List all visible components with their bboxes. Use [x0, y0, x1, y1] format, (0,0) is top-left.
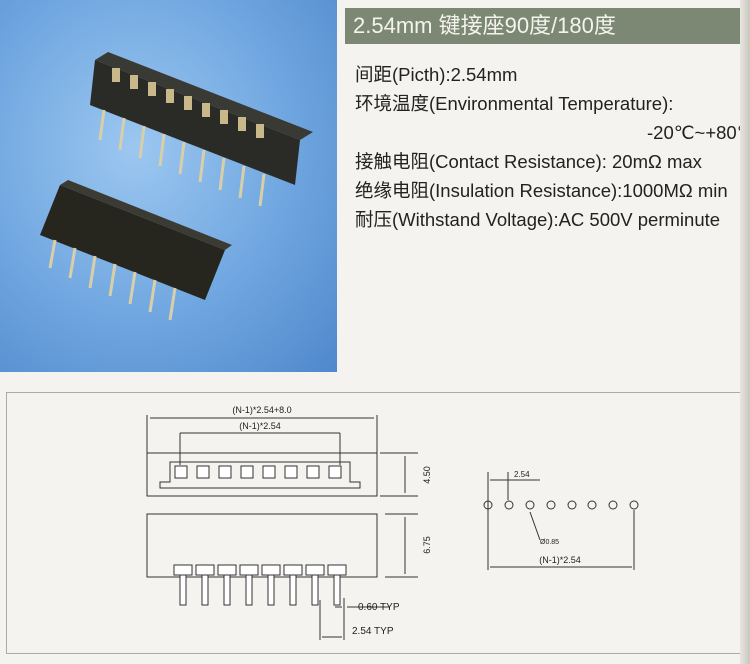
label-pin-span: (N-1)*2.54 [239, 421, 281, 431]
top-view-body [146, 452, 378, 497]
spec-pitch: 间距(Picth):2.54mm [355, 64, 518, 85]
spec-contact-resistance: 接触电阻(Contact Resistance): 20mΩ max [355, 151, 702, 172]
page-binding-edge [740, 0, 750, 664]
spec-insulation-resistance: 绝缘电阻(Insulation Resistance):1000MΩ min [355, 180, 728, 201]
connector-photo-illustration [40, 52, 313, 321]
pcb-holes [483, 500, 639, 510]
spec-env-temp-label: 环境温度(Environmental Temperature): [355, 93, 674, 114]
label-pcb-span: (N-1)*2.54 [539, 555, 581, 565]
label-pin-width: 0.60 TYP [358, 602, 400, 613]
top-view-pins [174, 465, 342, 479]
spec-env-temp-value: -20℃~+80℃ [647, 122, 750, 143]
label-height-top: 4.50 [422, 466, 432, 484]
connector-right-angle [90, 52, 313, 207]
connector-straight [40, 180, 232, 321]
front-view-pins [173, 564, 347, 606]
label-overall-length: (N-1)*2.54+8.0 [232, 405, 291, 415]
label-height-body: 6.75 [422, 536, 432, 554]
drawing-frame [6, 392, 750, 654]
label-pcb-pitch: 2.54 [514, 470, 530, 479]
label-pin-pitch: 2.54 TYP [352, 626, 394, 637]
product-photo [0, 0, 337, 372]
label-hole-diameter: Ø0.85 [540, 539, 559, 546]
spec-withstand-voltage: 耐压(Withstand Voltage):AC 500V perminute [355, 209, 721, 230]
section-header: 2.54mm 键接座90度/180度 [345, 8, 750, 44]
spec-list: 间距(Picth):2.54mm 环境温度(Environmental Temp… [355, 60, 750, 234]
